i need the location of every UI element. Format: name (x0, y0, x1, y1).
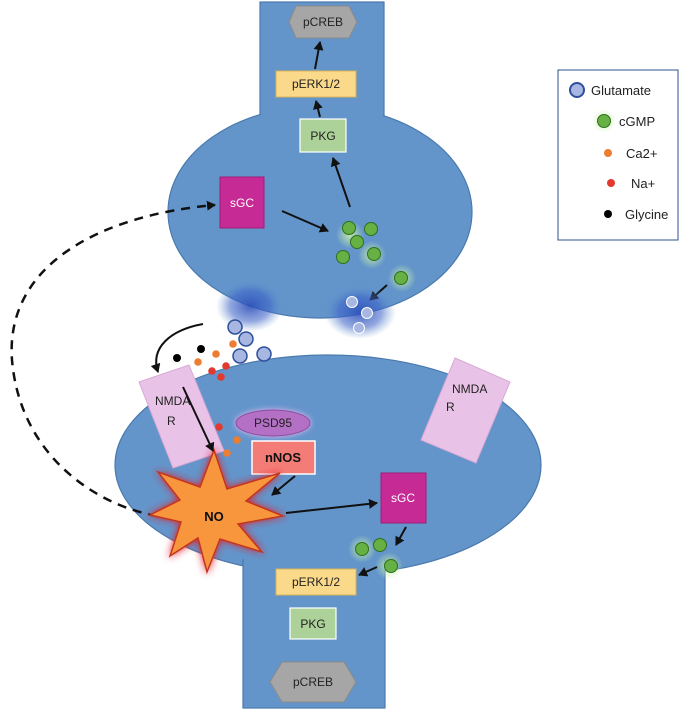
arrow-sgc-to-cgmp (281, 210, 329, 233)
vesicle-right (324, 285, 396, 339)
nmda-receptor-right: NMDA R (420, 357, 511, 464)
psd95-node: PSD95 (235, 409, 311, 437)
svg-text:sGC: sGC (230, 196, 254, 210)
svg-text:pCREB: pCREB (303, 15, 343, 29)
arrow-glutamate-to-nmda (150, 323, 204, 373)
pre-cgmp-cluster (336, 221, 416, 292)
svg-text:PKG: PKG (310, 129, 335, 143)
post-pcreb-node: pCREB (269, 661, 357, 703)
post-ions (215, 423, 241, 457)
svg-text:PKG: PKG (300, 617, 325, 631)
glutamate-icon (569, 82, 585, 98)
arrow-no-to-sgc (285, 498, 378, 514)
svg-text:sGC: sGC (391, 491, 415, 505)
pre-pcreb-node: pCREB (288, 5, 358, 39)
legend: Glutamate cGMP Ca2+ Na+ Glycine (557, 69, 679, 241)
svg-text:Glutamate: Glutamate (591, 83, 651, 98)
post-sgc-node: sGC (380, 472, 427, 524)
svg-text:pERK1/2: pERK1/2 (292, 77, 340, 91)
no-burst: NO (147, 447, 286, 575)
svg-text:nNOS: nNOS (265, 450, 301, 465)
post-cgmp-cluster (348, 535, 403, 580)
svg-text:pCREB: pCREB (293, 675, 333, 689)
arrow-nmda-to-no (182, 386, 215, 452)
nnos-node: nNOS (251, 440, 316, 475)
arrow-cgmp-to-perk (358, 566, 378, 577)
post-pkg-node: PKG (289, 607, 337, 640)
svg-text:Ca2+: Ca2+ (626, 146, 657, 161)
pre-perk-node: pERK1/2 (275, 70, 357, 98)
arrow-cgmp-to-pkg (330, 157, 351, 208)
arrow-sgc-to-cgmp (395, 526, 407, 546)
svg-text:PSD95: PSD95 (254, 416, 292, 430)
vesicle-left (216, 280, 284, 332)
released-ions (173, 340, 237, 381)
pre-pkg-node: PKG (299, 118, 347, 153)
svg-text:R: R (446, 400, 455, 414)
svg-text:NMDA: NMDA (452, 382, 487, 396)
svg-text:Glycine: Glycine (625, 207, 668, 222)
calcium-icon (604, 149, 612, 157)
svg-text:Na+: Na+ (631, 176, 655, 191)
pre-sgc-node: sGC (219, 176, 265, 229)
arrow-nnos-to-no (271, 475, 296, 496)
arrow-perk-to-pcreb (313, 41, 324, 70)
sodium-icon (607, 179, 615, 187)
cgmp-icon (592, 109, 616, 133)
svg-text:NO: NO (204, 509, 224, 524)
presynaptic-neuron (167, 1, 473, 319)
arrow-pkg-to-perk (313, 100, 323, 118)
post-perk-node: pERK1/2 (275, 568, 357, 596)
svg-text:R: R (167, 414, 176, 428)
arrow-no-retrograde (10, 200, 216, 518)
svg-text:pERK1/2: pERK1/2 (292, 575, 340, 589)
svg-text:NMDA: NMDA (155, 394, 190, 408)
glycine-icon (604, 210, 612, 218)
svg-text:cGMP: cGMP (619, 114, 655, 129)
released-glutamate (227, 319, 272, 364)
